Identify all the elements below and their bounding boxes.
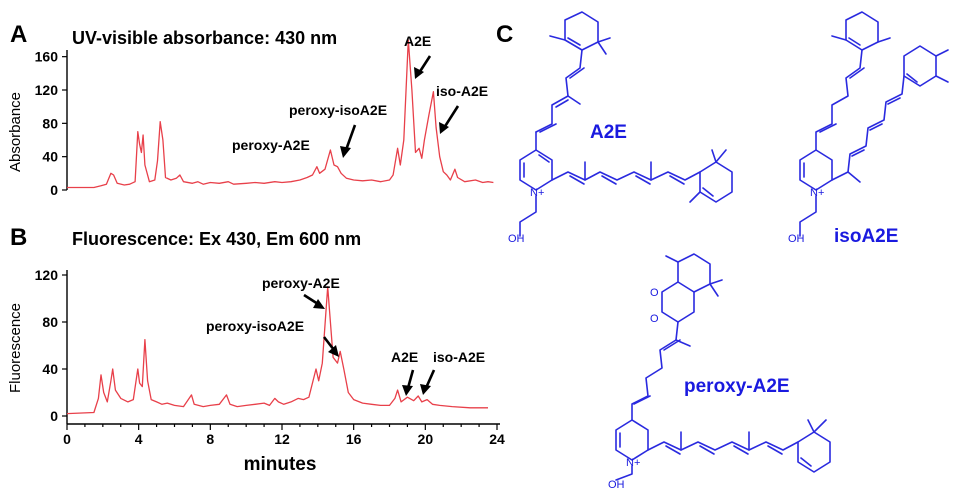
panel-letter-a: A <box>10 21 27 48</box>
atom-peroxy-o1: O <box>650 287 659 299</box>
chart-b-xtick-label-1: 4 <box>135 431 143 447</box>
arrowhead-a-peroxy-isoa2e <box>340 146 351 158</box>
chart-b-xlabel: minutes <box>244 454 317 475</box>
chart-b-xtick-label-3: 12 <box>274 431 290 447</box>
atom-peroxy-o2: O <box>650 313 659 325</box>
name-isoa2e: isoA2E <box>834 226 898 247</box>
chart-b-xtick-label-0: 0 <box>63 431 71 447</box>
atom-peroxy-oh: OH <box>608 479 625 489</box>
arrow-b-peroxy-a2e <box>303 293 319 306</box>
chart-b-ytick-label-2: 80 <box>42 314 58 330</box>
atom-a2e-oh: OH <box>508 233 525 245</box>
arrow-b-a2e <box>406 369 415 389</box>
arrowhead-b-peroxy-isoa2e <box>328 345 339 357</box>
arrow-b-peroxy-isoa2e <box>322 336 336 351</box>
annot-b-a2e: A2E <box>391 349 418 365</box>
arrow-b-iso-a2e <box>424 369 436 389</box>
annot-b-iso-a2e: iso-A2E <box>433 349 485 365</box>
arrowhead-b-a2e <box>402 385 413 396</box>
annot-b-peroxy-isoa2e: peroxy-isoA2E <box>206 318 304 334</box>
chart-b-series-trace <box>66 286 488 415</box>
panel-letter-c: C <box>496 21 513 48</box>
chart-a-ytick-label-1: 40 <box>42 149 58 165</box>
annot-a-peroxy-isoa2e: peroxy-isoA2E <box>289 102 387 118</box>
annot-a-peroxy-a2e: peroxy-A2E <box>232 137 310 153</box>
chart-a-ytick-label-0: 0 <box>50 182 58 198</box>
arrowhead-a-iso-a2e <box>439 122 449 134</box>
structure-peroxy-a2e: O O N+ OH peroxy-A2E <box>608 253 831 489</box>
chart-fluorescence: Fluorescence: Ex 430, Em 600 nm Fluoresc… <box>7 229 505 475</box>
arrowhead-a-a2e <box>414 67 424 79</box>
chart-b-xticks: 0 4 8 12 16 20 24 <box>63 424 505 447</box>
arrowhead-b-peroxy-a2e <box>313 299 325 309</box>
annot-a-a2e: A2E <box>404 33 431 49</box>
chart-a-title: UV-visible absorbance: 430 nm <box>72 28 337 48</box>
chart-a-ylabel: Absorbance <box>7 92 24 172</box>
chart-b-yticks: 0 40 80 120 <box>35 267 67 424</box>
chart-a-series-trace <box>67 39 494 189</box>
chart-b-ylabel: Fluorescence <box>7 303 24 393</box>
name-peroxy-a2e: peroxy-A2E <box>684 376 790 397</box>
atom-isoa2e-n: N+ <box>810 187 824 199</box>
annot-a-iso-a2e: iso-A2E <box>436 83 488 99</box>
chart-a-ytick-label-3: 120 <box>35 82 59 98</box>
chart-a-ytick-label-4: 160 <box>35 49 59 65</box>
structure-a2e: N+ OH A2E <box>508 11 733 245</box>
panel-letter-b: B <box>10 224 27 251</box>
chart-b-title: Fluorescence: Ex 430, Em 600 nm <box>72 229 361 249</box>
arrow-a-peroxy-isoa2e <box>344 124 357 151</box>
annot-b-peroxy-a2e: peroxy-A2E <box>262 275 340 291</box>
chart-b-xtick-label-5: 20 <box>418 431 434 447</box>
chart-a-ytick-label-2: 80 <box>42 115 58 131</box>
chart-b-xtick-label-6: 24 <box>489 431 505 447</box>
chart-b-xtick-label-4: 16 <box>346 431 362 447</box>
arrow-a-a2e <box>417 55 432 74</box>
chart-b-ytick-label-0: 0 <box>50 408 58 424</box>
chemical-structures: N+ OH A2E <box>508 11 949 489</box>
atom-a2e-n: N+ <box>530 187 544 199</box>
arrowhead-b-iso-a2e <box>420 384 431 395</box>
name-a2e: A2E <box>590 122 627 143</box>
atom-peroxy-n: N+ <box>626 457 640 469</box>
chart-b-ytick-label-3: 120 <box>35 267 59 283</box>
chart-absorbance: UV-visible absorbance: 430 nm Absorbance… <box>7 28 494 198</box>
arrow-a-iso-a2e <box>442 105 460 129</box>
atom-isoa2e-oh: OH <box>788 233 805 245</box>
chart-b-xtick-label-2: 8 <box>206 431 214 447</box>
structure-isoa2e: N+ OH isoA2E <box>788 11 949 247</box>
chart-b-ytick-label-1: 40 <box>42 361 58 377</box>
chart-a-yticks: 0 40 80 120 160 <box>35 49 67 198</box>
